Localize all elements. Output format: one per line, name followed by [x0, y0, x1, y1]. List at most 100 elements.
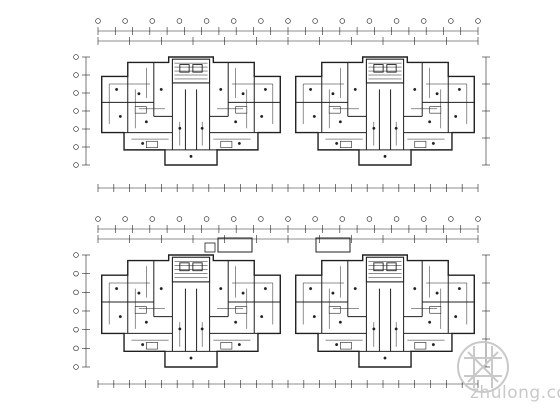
axis-bubble	[393, 18, 400, 24]
axis-bubble	[475, 18, 481, 24]
light-fixture	[338, 120, 342, 124]
light-fixture	[431, 343, 435, 347]
light-fixture	[394, 327, 398, 331]
light-fixture	[413, 87, 417, 91]
light-fixture	[189, 356, 193, 360]
room-tag	[220, 342, 233, 350]
axis-bubble	[258, 18, 264, 24]
light-fixture	[383, 154, 387, 158]
light-fixture	[457, 87, 461, 91]
light-fixture	[331, 291, 335, 295]
axis-bubble	[95, 18, 101, 24]
axis-bubble	[73, 270, 79, 277]
room-tag	[235, 106, 248, 114]
axis-bubble	[73, 126, 79, 132]
axis-bubble	[258, 216, 264, 222]
axis-bubble	[421, 216, 427, 222]
axis-bubble	[475, 216, 481, 222]
light-fixture	[115, 287, 119, 291]
axis-bubble	[393, 216, 400, 222]
axis-bubble	[312, 216, 318, 222]
axis-bubble	[95, 216, 101, 222]
light-fixture	[189, 154, 193, 158]
axis-bubble	[73, 252, 79, 258]
room-tag	[146, 342, 158, 350]
light-fixture	[312, 114, 316, 118]
axis-bubble	[73, 144, 79, 150]
room-tag	[328, 306, 341, 314]
room-tag	[414, 140, 427, 149]
light-fixture	[309, 87, 313, 91]
watermark-text: zhulong.com	[470, 383, 560, 403]
floor-plans	[73, 18, 490, 388]
light-fixture	[383, 356, 387, 360]
light-fixture	[137, 291, 141, 295]
light-fixture	[115, 87, 119, 91]
light-fixture	[457, 287, 461, 291]
light-fixture	[435, 291, 439, 295]
light-fixture	[454, 315, 458, 319]
zhulong-logo-icon	[457, 341, 509, 393]
light-fixture	[241, 92, 245, 96]
light-fixture	[260, 114, 264, 118]
light-fixture	[428, 320, 432, 324]
elevator-shaft	[179, 262, 190, 272]
room-tag	[429, 106, 442, 114]
room-tag	[328, 106, 341, 114]
light-fixture	[219, 87, 223, 91]
light-fixture	[435, 92, 439, 96]
light-fixture	[144, 120, 148, 124]
axis-bubble	[203, 216, 210, 222]
light-fixture	[312, 315, 316, 319]
light-fixture	[237, 343, 241, 347]
axis-bubble	[73, 90, 79, 96]
light-fixture	[353, 287, 357, 291]
light-fixture	[144, 320, 148, 324]
light-fixture	[159, 287, 163, 291]
light-fixture	[241, 291, 245, 295]
axis-bubble	[285, 18, 291, 24]
entrance-canopy	[315, 237, 351, 253]
axis-bubble	[312, 18, 318, 24]
light-fixture	[118, 114, 122, 118]
light-fixture	[200, 327, 204, 331]
light-fixture	[338, 320, 342, 324]
elevator-shaft	[179, 64, 190, 73]
axis-bubble	[339, 216, 345, 222]
axis-bubble	[176, 216, 183, 222]
axis-bubble	[176, 18, 183, 24]
elevator-shaft	[192, 64, 203, 73]
axis-bubble	[366, 18, 373, 24]
axis-bubble	[231, 216, 237, 222]
axis-bubble	[231, 18, 237, 24]
light-fixture	[413, 287, 417, 291]
room-tag	[235, 306, 248, 314]
axis-bubble	[149, 18, 155, 24]
stair-core	[365, 58, 405, 84]
axis-bubble	[73, 72, 79, 78]
axis-bubble	[203, 18, 210, 24]
light-fixture	[137, 92, 141, 96]
light-fixture	[309, 287, 313, 291]
stair-core	[171, 256, 211, 283]
light-fixture	[263, 87, 267, 91]
axis-bubble	[73, 308, 79, 314]
elevator-shaft	[373, 64, 384, 73]
light-fixture	[141, 141, 145, 145]
exterior-wall	[101, 254, 281, 368]
elevator-shaft	[386, 64, 397, 73]
light-fixture	[263, 287, 267, 291]
axis-bubble	[149, 216, 155, 222]
room-tag	[340, 342, 352, 350]
room-tag	[340, 140, 352, 149]
elevator-shaft	[373, 262, 384, 272]
room-tag	[134, 106, 147, 114]
light-fixture	[353, 87, 357, 91]
exterior-wall	[295, 254, 475, 368]
room-tag	[414, 342, 427, 350]
light-fixture	[428, 120, 432, 124]
entrance-canopy	[217, 237, 253, 253]
elevator-shaft	[386, 262, 397, 272]
axis-bubble	[73, 364, 79, 370]
